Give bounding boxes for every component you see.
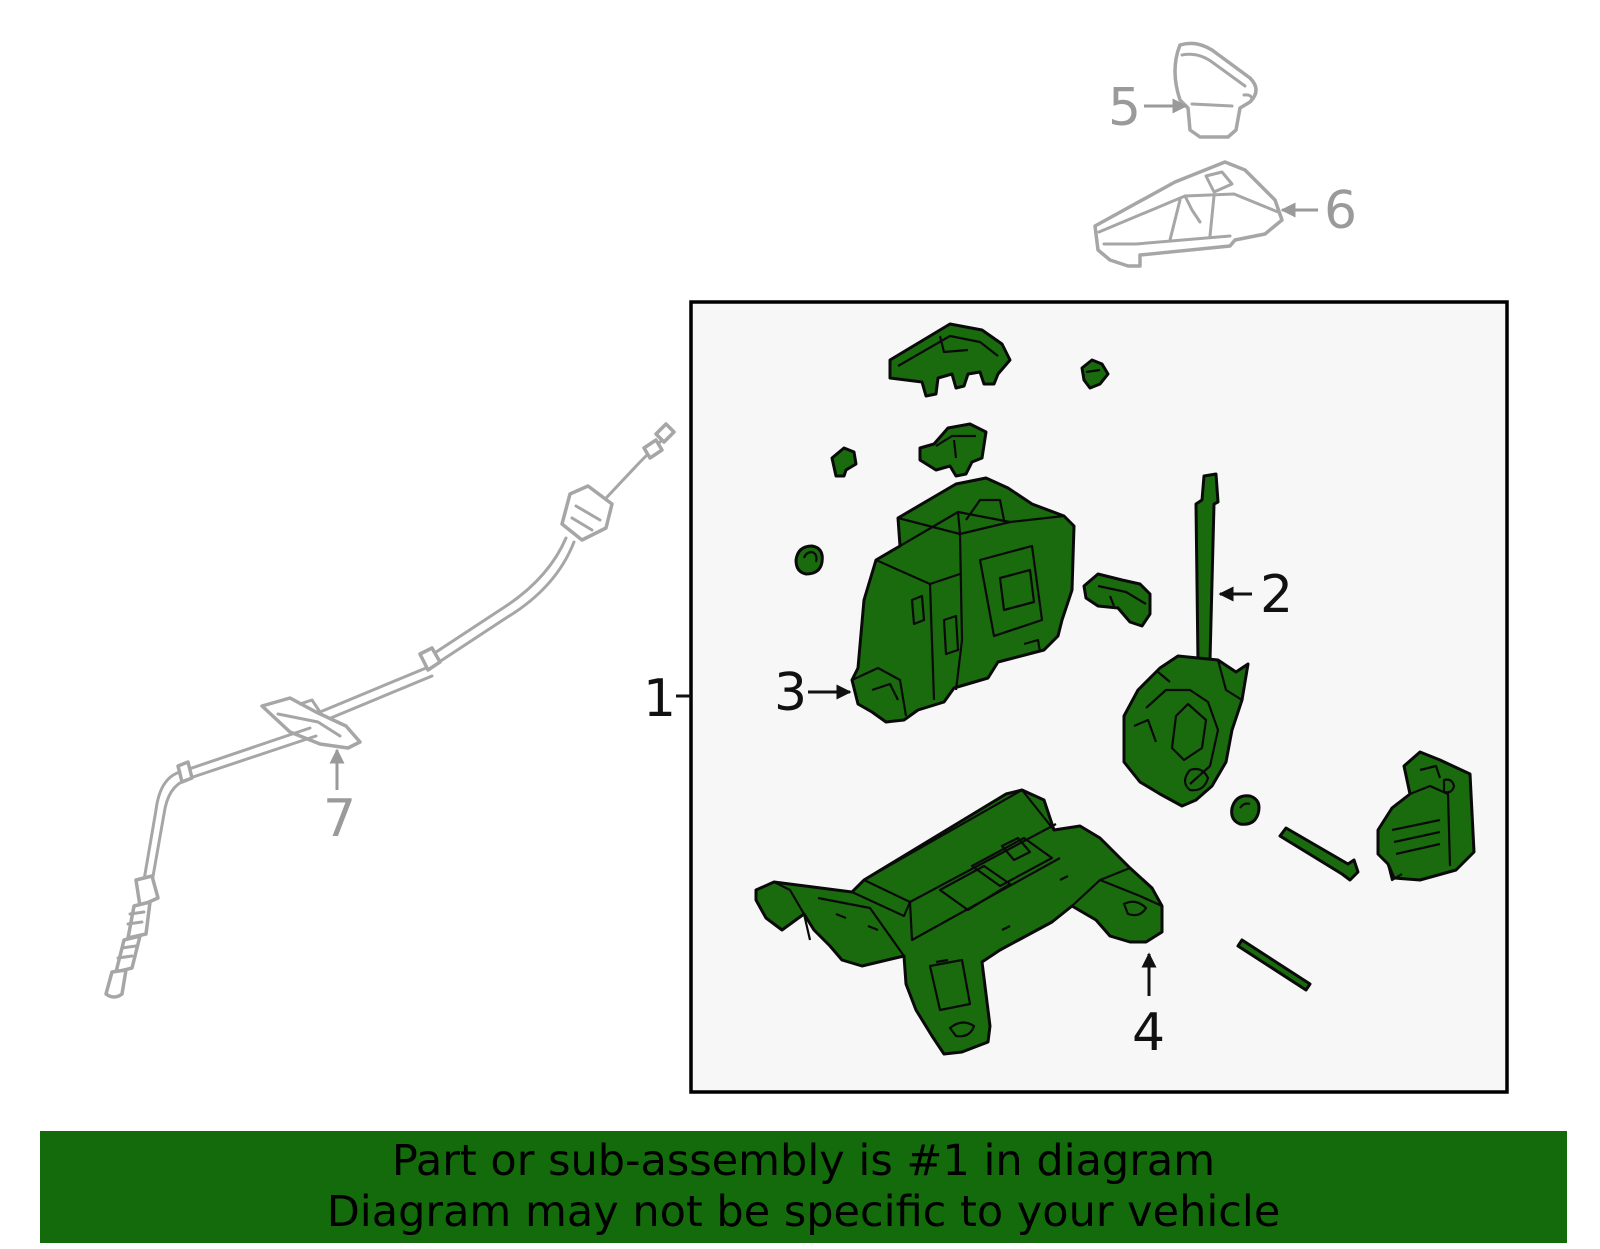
callout-6: 6 [1324,181,1357,241]
base-bracket-part[interactable] [754,788,1164,1056]
rod-part[interactable] [1236,938,1312,992]
callout-5: 5 [1108,78,1141,138]
grommet-part[interactable] [794,544,824,576]
banner-line-1: Part or sub-assembly is #1 in diagram [391,1136,1216,1186]
pivot-pin-part[interactable] [1278,826,1360,882]
shifter-housing-part[interactable] [850,476,1076,724]
callout-4: 4 [1132,1003,1165,1063]
callout-2: 2 [1260,565,1293,625]
callout-1: 1 [643,669,676,729]
connector-part[interactable] [1082,572,1152,628]
shift-cable-part[interactable] [104,422,676,999]
small-grommet-part[interactable] [1230,794,1261,826]
shift-bezel-part[interactable] [1093,160,1284,268]
callout-7: 7 [323,789,356,849]
shift-knob-part[interactable] [1173,41,1258,139]
small-clip-part[interactable] [1080,358,1110,390]
left-clip-part[interactable] [830,446,858,478]
shift-lever-part[interactable] [1122,472,1250,808]
electrical-module-part[interactable] [1376,750,1476,882]
assembly-box [689,300,1509,1094]
upper-clip-bracket-part[interactable] [888,322,1012,398]
banner-line-2: Diagram may not be specific to your vehi… [326,1187,1281,1237]
info-banner: Part or sub-assembly is #1 in diagram Di… [40,1131,1567,1243]
callout-3: 3 [774,663,807,723]
detent-clip-part[interactable] [918,422,988,478]
